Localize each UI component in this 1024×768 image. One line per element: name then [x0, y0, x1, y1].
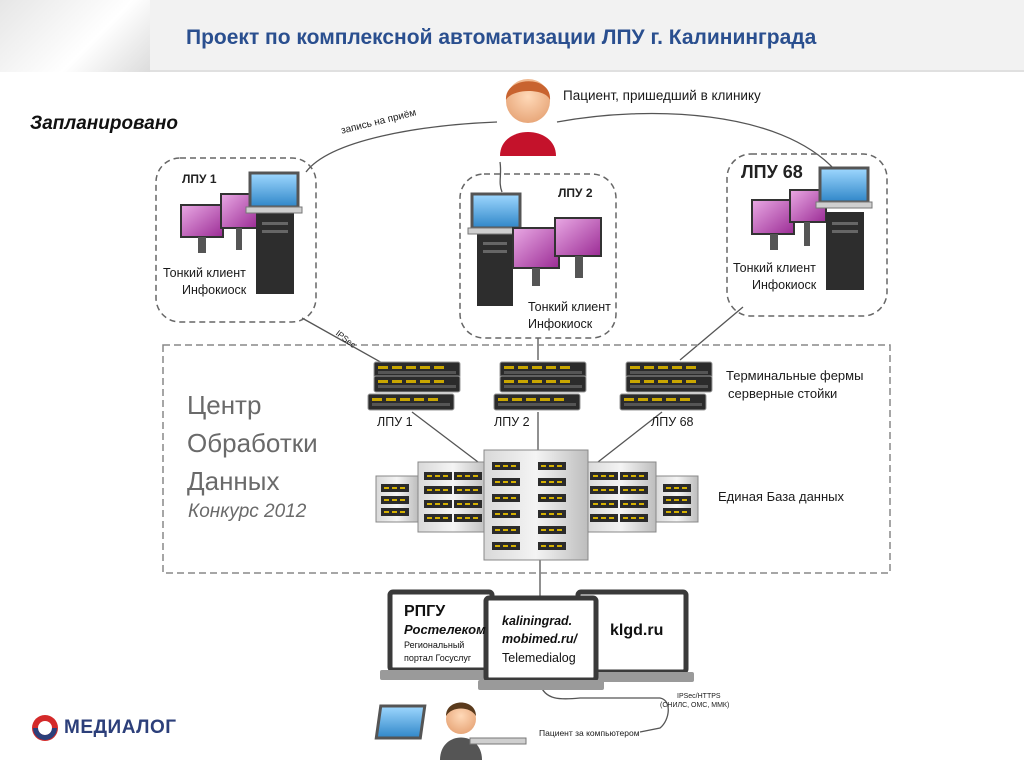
- protocol-line1: IPSec/HTTPS: [677, 693, 721, 700]
- patient-person-icon: [500, 79, 556, 156]
- link-patient-lpu2: [499, 161, 503, 193]
- lpu2-frame: [459, 173, 617, 339]
- link-patient-lpu1: [305, 121, 498, 173]
- link-farm1-db: [411, 411, 479, 463]
- terminal-farm-lpu1-icon: [367, 361, 461, 411]
- link-farm68-db: [597, 411, 663, 463]
- lpu1-kiosk-label: Инфокиоск: [182, 283, 247, 297]
- remote-user-icon: [440, 702, 482, 760]
- mobimed-line2: mobimed.ru/: [502, 632, 578, 646]
- lpu1-frame: [155, 157, 317, 323]
- medialog-logo-text: МЕДИАЛОГ: [64, 717, 177, 738]
- lpu2-title: ЛПУ 2: [558, 186, 593, 200]
- link-portals-user: [539, 683, 669, 733]
- lpu1-workstation-icon: [180, 171, 303, 294]
- database-label: Единая База данных: [718, 489, 845, 504]
- lpu1-thin-client-label: Тонкий клиент: [163, 266, 246, 280]
- status-label: Запланировано: [30, 113, 178, 134]
- farm-lpu68-label: ЛПУ 68: [651, 415, 694, 429]
- protocol-line2: (СНИЛС, ОМС, ММК): [660, 702, 730, 709]
- lpu1-title: ЛПУ 1: [182, 172, 217, 186]
- lpu68-title: ЛПУ 68: [741, 162, 803, 182]
- farm-lpu1-label: ЛПУ 1: [377, 415, 413, 429]
- link-lpu1-farm: [301, 317, 385, 365]
- slide-title: Проект по комплексной автоматизации ЛПУ …: [186, 26, 817, 49]
- lpu68-frame: [726, 153, 888, 317]
- rpgu-line1: Региональный: [404, 640, 465, 650]
- data-center-contest: Конкурс 2012: [188, 501, 307, 522]
- mobimed-line1: kaliningrad.: [502, 614, 573, 628]
- rpgu-line2: портал Госуслуг: [404, 653, 472, 663]
- data-center-title: Центр Обработки Данных: [187, 390, 318, 496]
- farm-lpu2-label: ЛПУ 2: [494, 415, 530, 429]
- lpu2-kiosk-label: Инфокиоск: [528, 317, 593, 331]
- data-center-frame: [162, 344, 891, 574]
- patient-label: Пациент, пришедший в клинику: [563, 88, 761, 103]
- terminal-farms-label: Терминальные фермы: [726, 368, 864, 383]
- lpu68-thin-client-label: Тонкий клиент: [733, 261, 816, 275]
- terminal-farm-lpu2-icon: [493, 361, 587, 411]
- slide-header: Проект по комплексной автоматизации ЛПУ …: [0, 0, 1024, 72]
- medialog-logo-icon: [32, 715, 58, 741]
- lpu68-workstation-icon: [751, 166, 873, 290]
- rpgu-subtitle: Ростелеком: [404, 622, 486, 637]
- database-cluster-icon: [375, 449, 699, 561]
- link-lpu68-farm: [679, 306, 744, 361]
- portal-mobimed-monitor-icon: [478, 595, 604, 690]
- lpu2-thin-client-label: Тонкий клиент: [528, 300, 611, 314]
- terminal-farm-lpu68-icon: [619, 361, 713, 411]
- server-racks-label: серверные стойки: [728, 386, 838, 401]
- lpu68-kiosk-label: Инфокиоск: [752, 278, 817, 292]
- mobimed-line3: Telemedialog: [502, 651, 576, 665]
- link-patient-lpu68: [556, 112, 836, 171]
- stethoscope-image: [0, 0, 150, 72]
- remote-user-label: Пациент за компьютером: [539, 728, 640, 738]
- rpgu-title: РПГУ: [404, 603, 446, 620]
- lpu2-workstation-icon: [467, 192, 602, 306]
- klgd-title: klgd.ru: [610, 622, 664, 639]
- remote-computer-icon: [374, 704, 527, 745]
